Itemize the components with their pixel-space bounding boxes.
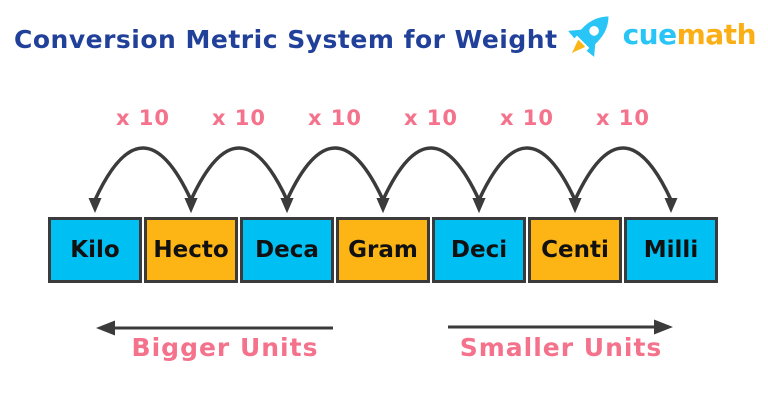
units-row: Kilo Hecto Deca Gram Deci Centi Milli (48, 217, 718, 283)
bigger-units-label: Bigger Units (131, 333, 319, 362)
cuemath-wordmark: cuemath (622, 17, 757, 51)
right-arrowhead-icon (654, 319, 673, 335)
cuemath-logo: cuemath (561, 4, 757, 64)
unit-label: Gram (348, 237, 418, 263)
multiplier-label: x 10 (115, 106, 171, 130)
unit-box-deci: Deci (432, 217, 526, 283)
unit-box-kilo: Kilo (48, 217, 142, 283)
unit-box-centi: Centi (528, 217, 622, 283)
wordmark-math: math (676, 17, 757, 51)
arc-group (88, 146, 678, 213)
smaller-units-label: Smaller Units (459, 333, 663, 362)
unit-label: Hecto (153, 237, 229, 263)
multiplier-label: x 10 (211, 106, 267, 130)
unit-label: Deci (450, 237, 508, 263)
unit-box-deca: Deca (240, 217, 334, 283)
unit-box-gram: Gram (336, 217, 430, 283)
unit-box-hecto: Hecto (144, 217, 238, 283)
left-arrow (96, 320, 333, 336)
unit-label: Kilo (70, 237, 120, 263)
unit-box-milli: Milli (624, 217, 718, 283)
multiplier-label: x 10 (307, 106, 363, 130)
direction-arrows-svg (96, 319, 673, 336)
rocket-icon (567, 16, 609, 57)
page-title: Conversion Metric System for Weight (14, 25, 558, 54)
multiplier-label: x 10 (595, 106, 651, 130)
multiplier-label: x 10 (499, 106, 555, 130)
multiply-arcs-svg (88, 146, 678, 213)
wordmark-cue: cue (622, 17, 678, 51)
unit-label: Deca (255, 237, 319, 263)
left-arrowhead-icon (96, 320, 115, 336)
unit-label: Milli (643, 237, 699, 263)
unit-label: Centi (541, 237, 609, 263)
multiplier-label: x 10 (403, 106, 459, 130)
right-arrow (448, 319, 673, 335)
